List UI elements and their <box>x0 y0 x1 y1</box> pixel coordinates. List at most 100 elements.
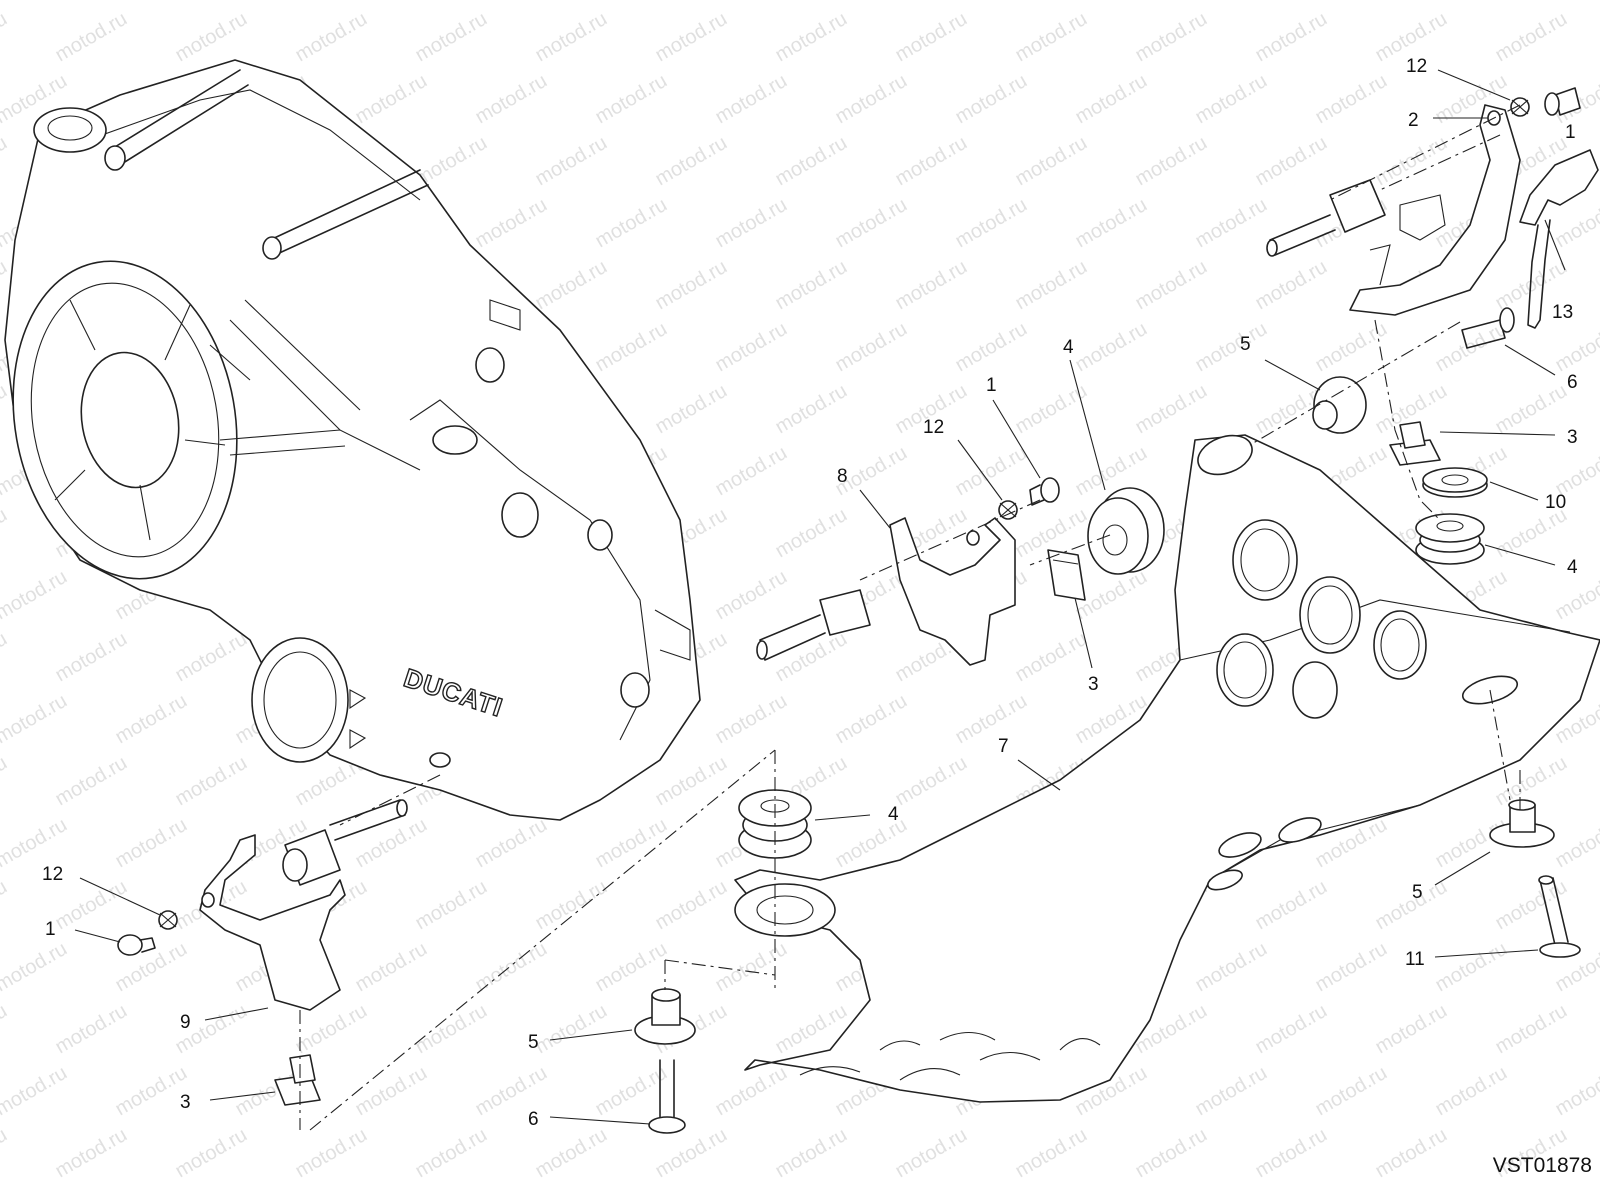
grommet-4-mid <box>1087 487 1165 575</box>
watermark-text: motod.ru <box>652 8 731 67</box>
watermark-text: motod.ru <box>892 752 971 811</box>
callout-5-mid: 5 <box>1240 334 1251 355</box>
watermark-text: motod.ru <box>1372 1000 1451 1059</box>
watermark-text: motod.ru <box>832 690 911 749</box>
washer-10 <box>1422 467 1488 498</box>
watermark-text: motod.ru <box>892 1124 971 1183</box>
watermark-text: motod.ru <box>352 1062 431 1121</box>
watermark-text: motod.ru <box>532 1124 611 1183</box>
callout-labels: 12 1 2 13 6 3 10 4 5 4 1 12 8 3 7 4 12 1… <box>42 56 1578 1130</box>
callout-3-left: 3 <box>180 1092 191 1113</box>
watermark-text: motod.ru <box>952 442 1031 501</box>
watermark-text: motod.ru <box>1252 256 1331 315</box>
watermark-text: motod.ru <box>352 70 431 129</box>
watermark-text: motod.ru <box>0 1124 11 1183</box>
watermark-text: motod.ru <box>1312 938 1391 997</box>
clip-13 <box>1519 149 1599 329</box>
watermark-text: motod.ru <box>352 0 431 4</box>
watermark-text: motod.ru <box>472 0 551 4</box>
washer-12-left <box>158 910 178 930</box>
watermark-text: motod.ru <box>52 8 131 67</box>
watermark-text: motod.ru <box>1192 318 1271 377</box>
watermark-text: motod.ru <box>0 938 71 997</box>
watermark-text: motod.ru <box>1252 876 1331 935</box>
watermark-text: motod.ru <box>472 938 551 997</box>
clip-nut-3-right <box>1389 421 1441 466</box>
bracket-9 <box>199 834 346 1011</box>
callout-1-left: 1 <box>45 919 56 940</box>
watermark-text: motod.ru <box>1312 1062 1391 1121</box>
watermark-text: motod.ru <box>712 690 791 749</box>
watermark-text: motod.ru <box>0 690 71 749</box>
watermark-text: motod.ru <box>712 0 791 4</box>
watermark-text: motod.ru <box>0 752 11 811</box>
watermark-text: motod.ru <box>112 690 191 749</box>
watermark-text: motod.ru <box>952 194 1031 253</box>
callout-4-right: 4 <box>1567 557 1578 578</box>
watermark-text: motod.ru <box>592 814 671 873</box>
watermark-text: motod.ru <box>532 8 611 67</box>
bolt-6-low <box>648 1059 686 1134</box>
watermark-text: motod.ru <box>712 70 791 129</box>
watermark-text: motod.ru <box>592 318 671 377</box>
watermark-text: motod.ru <box>1492 1000 1571 1059</box>
watermark-text: motod.ru <box>1432 0 1511 4</box>
watermark-text: motod.ru <box>1552 0 1600 4</box>
watermark-text: motod.ru <box>1312 318 1391 377</box>
watermark-text: motod.ru <box>892 132 971 191</box>
watermark-text: motod.ru <box>892 8 971 67</box>
watermark-text: motod.ru <box>772 132 851 191</box>
washer-5-low <box>634 988 696 1045</box>
watermark-text: motod.ru <box>172 628 251 687</box>
watermark-text: motod.ru <box>1012 628 1091 687</box>
watermark-text: motod.ru <box>1252 1124 1331 1183</box>
watermark-text: motod.ru <box>1312 0 1391 4</box>
callout-12-left: 12 <box>42 864 63 885</box>
watermark-text: motod.ru <box>1012 256 1091 315</box>
watermark-text: motod.ru <box>712 318 791 377</box>
screw-1-left <box>117 934 156 956</box>
watermark-text: motod.ru <box>472 1062 551 1121</box>
bracket-top-right <box>1349 87 1581 316</box>
watermark-text: motod.ru <box>1552 1062 1600 1121</box>
watermark-text: motod.ru <box>532 876 611 935</box>
watermark-text: motod.ru <box>1192 1062 1271 1121</box>
watermark-text: motod.ru <box>0 8 11 67</box>
watermark-text: motod.ru <box>1192 0 1271 4</box>
watermark-text: motod.ru <box>1492 380 1571 439</box>
callout-8: 8 <box>837 466 848 487</box>
watermark-text: motod.ru <box>472 194 551 253</box>
grommet-4-right <box>1415 513 1485 565</box>
watermark-text: motod.ru <box>232 0 311 4</box>
watermark-text: motod.ru <box>0 0 71 4</box>
callout-leaders <box>74 69 1566 1125</box>
watermark-text: motod.ru <box>1492 8 1571 67</box>
watermark-text: motod.ru <box>0 504 11 563</box>
callout-5-right: 5 <box>1412 882 1423 903</box>
skid-plate <box>734 434 1600 1103</box>
washer-5-right <box>1489 799 1555 848</box>
watermark-text: motod.ru <box>52 1000 131 1059</box>
watermark-text: motod.ru <box>172 1124 251 1183</box>
watermark-text: motod.ru <box>1312 70 1391 129</box>
watermark-text: motod.ru <box>1192 938 1271 997</box>
callout-12-top: 12 <box>1406 56 1427 77</box>
watermark-text: motod.ru <box>832 194 911 253</box>
watermark-text: motod.ru <box>112 1062 191 1121</box>
drawing-code: VST01878 <box>1493 1154 1592 1177</box>
callout-9: 9 <box>180 1012 191 1033</box>
watermark-text: motod.ru <box>1432 1062 1511 1121</box>
watermark-text: motod.ru <box>1012 1124 1091 1183</box>
watermark-text: motod.ru <box>1072 70 1151 129</box>
callout-3-mid: 3 <box>1088 674 1099 695</box>
watermark-text: motod.ru <box>952 70 1031 129</box>
watermark-text: motod.ru <box>112 814 191 873</box>
watermark-text: motod.ru <box>1252 132 1331 191</box>
watermark-text: motod.ru <box>652 380 731 439</box>
callout-11: 11 <box>1405 949 1425 970</box>
watermark-text: motod.ru <box>892 256 971 315</box>
watermark-text: motod.ru <box>772 8 851 67</box>
callout-4-low: 4 <box>888 804 899 825</box>
washer-5-mid <box>1312 376 1367 434</box>
watermark-text: motod.ru <box>652 256 731 315</box>
